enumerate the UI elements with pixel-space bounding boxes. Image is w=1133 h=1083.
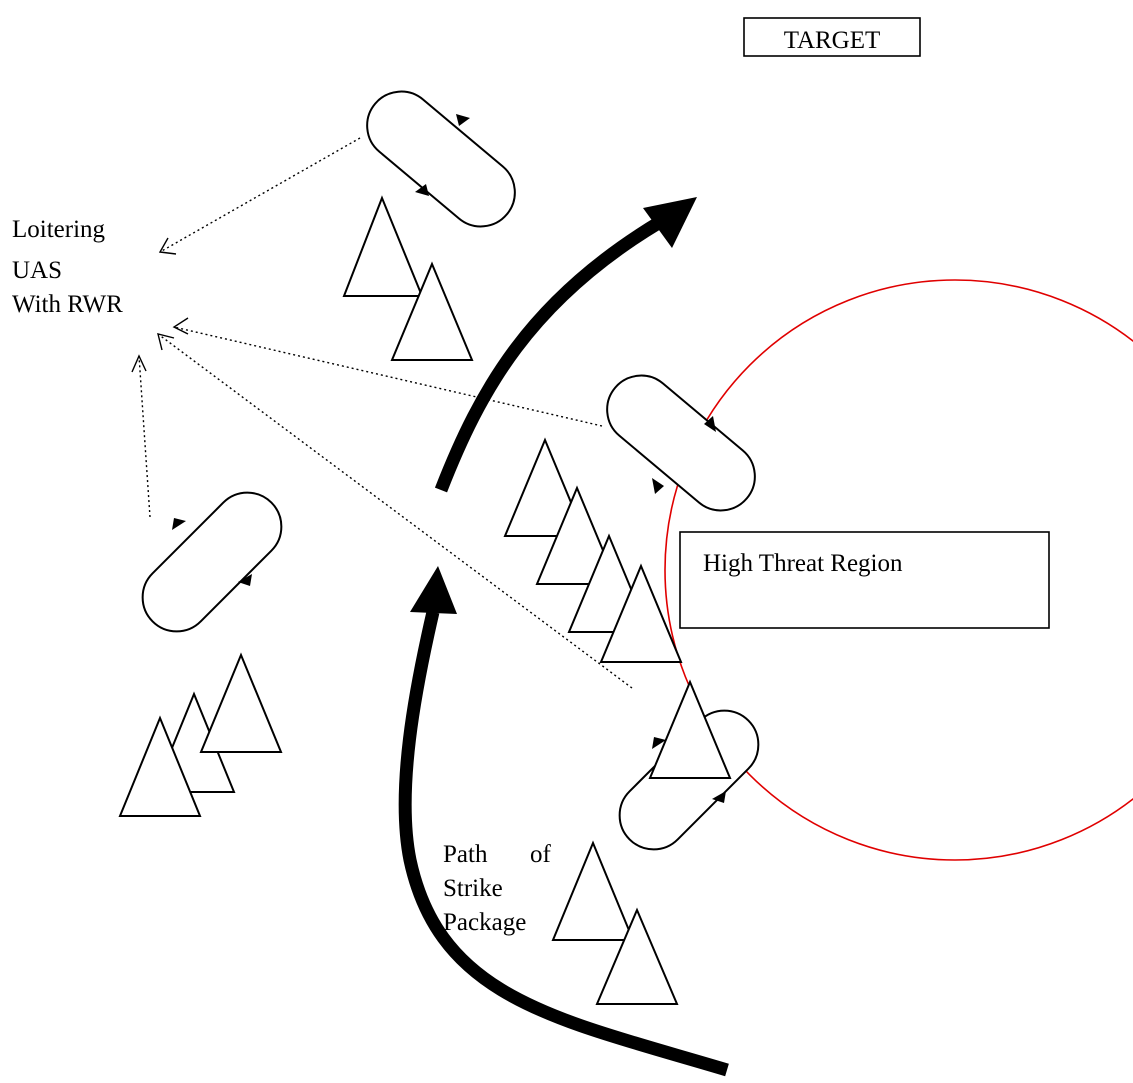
sensor-link-1-head bbox=[158, 237, 177, 255]
aircraft-triangle bbox=[199, 652, 283, 753]
aircraft-triangle bbox=[390, 261, 474, 361]
aircraft-group-1 bbox=[342, 195, 474, 361]
aircraft-group-4 bbox=[551, 679, 732, 1005]
sensor-link-3 bbox=[157, 333, 633, 689]
aircraft-triangle bbox=[551, 840, 635, 941]
uas-label: Loitering UAS With RWR bbox=[12, 216, 123, 318]
target-box: TARGET bbox=[743, 17, 921, 57]
uas-label-line-3: With RWR bbox=[12, 291, 123, 318]
sensor-link-2-head bbox=[172, 317, 189, 335]
aircraft-triangle bbox=[503, 437, 587, 537]
strike-path-label-line-3: Strike bbox=[443, 875, 503, 902]
aircraft-triangle bbox=[648, 679, 732, 779]
aircraft-triangle bbox=[595, 907, 679, 1005]
strike-path-label-line-2: of bbox=[530, 841, 552, 868]
uas-orbit-1 bbox=[366, 90, 516, 228]
sensor-link-3-head bbox=[157, 333, 175, 351]
uas-orbit-3 bbox=[141, 491, 283, 633]
uas-label-line-2: UAS bbox=[12, 257, 62, 284]
target-label: TARGET bbox=[784, 27, 881, 54]
sensor-link-1 bbox=[159, 137, 361, 253]
strike-path-arrow-upper bbox=[434, 197, 697, 493]
strike-path-label: Path of Strike Package bbox=[443, 841, 552, 936]
strike-path-label-line-1: Path bbox=[443, 841, 488, 868]
strike-path-label-line-4: Package bbox=[443, 909, 526, 936]
aircraft-triangle bbox=[342, 195, 424, 297]
strike-path-arrow-lower bbox=[398, 566, 729, 1077]
high-threat-label: High Threat Region bbox=[703, 550, 903, 577]
sensor-links bbox=[131, 137, 633, 689]
aircraft-triangle bbox=[535, 485, 619, 585]
high-threat-box: High Threat Region bbox=[679, 531, 1050, 629]
aircraft-triangle bbox=[599, 563, 683, 663]
sensor-link-2 bbox=[173, 326, 603, 427]
aircraft-group-2 bbox=[503, 437, 683, 663]
uas-label-line-1: Loitering bbox=[12, 216, 106, 243]
uas-orbit-2 bbox=[606, 374, 756, 512]
sensor-link-4-head bbox=[131, 354, 147, 373]
high-threat-circle bbox=[664, 279, 1133, 861]
sensor-link-4 bbox=[138, 355, 151, 518]
aircraft-triangle bbox=[118, 715, 202, 817]
aircraft-group-3 bbox=[118, 652, 283, 817]
